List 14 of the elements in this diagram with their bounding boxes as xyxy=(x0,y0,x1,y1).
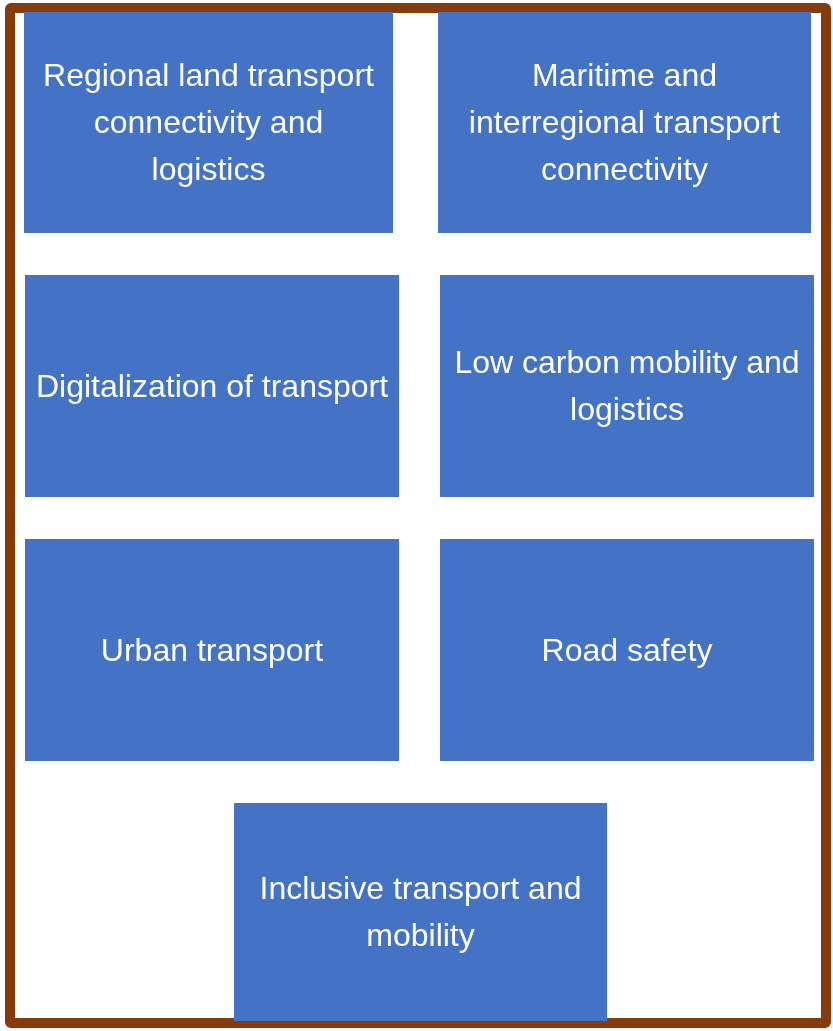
topic-box xyxy=(440,275,814,497)
topic-label: Maritime and interregional transport connectivity xyxy=(467,56,782,189)
topic-label: Regional land transport connectivity and logistics xyxy=(42,56,375,189)
topic-label: Urban transport xyxy=(100,630,324,670)
topic-box xyxy=(438,12,811,233)
topic-box xyxy=(25,275,399,497)
topic-label: Low carbon mobility and logistics xyxy=(453,343,801,429)
topic-box xyxy=(234,803,607,1021)
topic-box xyxy=(440,539,814,761)
topic-label: Road safety xyxy=(541,630,713,670)
topic-label: Digitalization of transport xyxy=(35,366,389,406)
topic-box xyxy=(24,12,393,233)
topic-label: Inclusive transport and mobility xyxy=(258,869,583,955)
topic-box xyxy=(25,539,399,761)
